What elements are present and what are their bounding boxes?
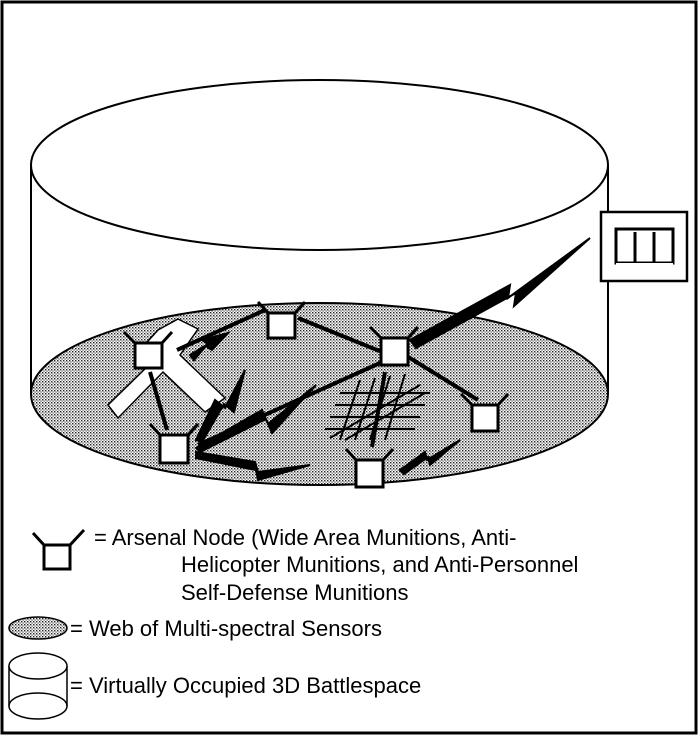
arsenal-node-5	[459, 392, 510, 433]
lightning-links	[188, 237, 591, 482]
command-node-icon	[599, 210, 689, 283]
arsenal-node-1	[122, 330, 174, 370]
arsenal-node-6	[344, 447, 395, 489]
arsenal-node-2	[256, 300, 307, 340]
legend-arsenal-node-label-line3: Self-Defense Munitions	[181, 580, 409, 605]
cylinder-top	[30, 79, 609, 251]
arsenal-node-4	[148, 422, 200, 465]
sensor-grid	[325, 373, 430, 441]
sensor-web-ellipse	[30, 302, 609, 486]
legend-sensor-web-label: = Web of Multi-spectral Sensors	[70, 616, 382, 641]
arsenal-node-3	[368, 325, 420, 367]
legend-arsenal-node-label: = Arsenal Node (Wide Area Munitions, Ant…	[94, 525, 517, 550]
battlespace-cylinder-icon	[8, 652, 68, 720]
arsenal-nodes	[122, 300, 510, 489]
sensor-web-icon	[8, 616, 68, 640]
arsenal-node-icon	[31, 528, 86, 571]
legend-arsenal-node-label-line2: Helicopter Munitions, and Anti-Personnel	[181, 552, 579, 577]
legend-battlespace-label: = Virtually Occupied 3D Battlespace	[70, 673, 422, 698]
